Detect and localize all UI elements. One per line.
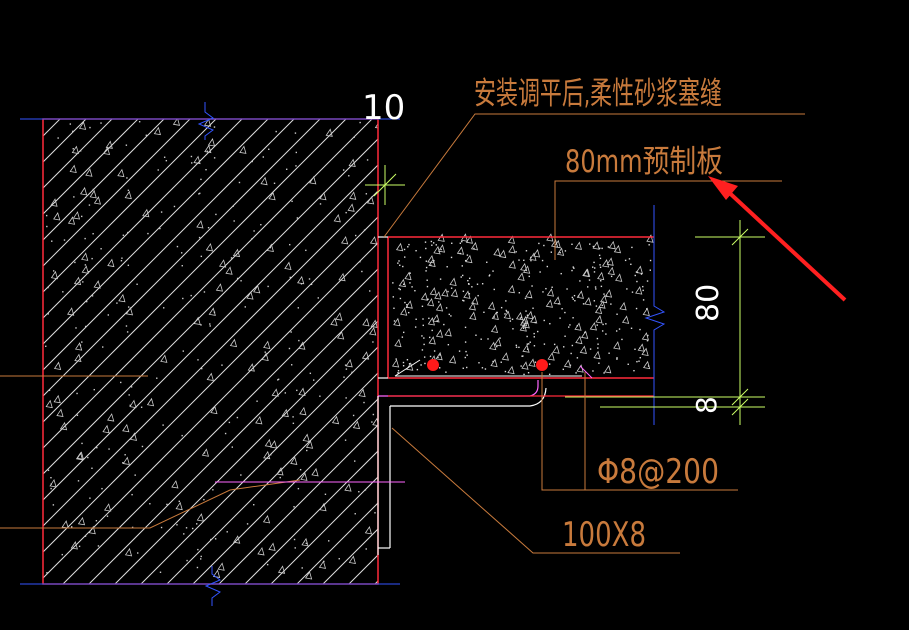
slab-note: 80mm预制板	[565, 144, 723, 180]
rebar-dot-2	[536, 359, 548, 371]
dimension-slab: 80	[691, 284, 726, 322]
dimension-top: 10	[362, 88, 405, 128]
break-mark-top	[197, 102, 214, 140]
joint-note: 安装调平后,柔性砂浆塞缝	[474, 76, 722, 112]
concrete-wall	[42, 118, 379, 585]
leader-lines	[0, 113, 805, 554]
precast-slab	[387, 233, 654, 379]
dimension-gap: 8	[690, 396, 723, 414]
angle-note: 100X8	[562, 515, 646, 555]
break-mark-bottom	[204, 566, 221, 606]
rebar-note: Φ8@200	[597, 452, 719, 492]
slab-break-line	[644, 205, 666, 425]
dimension-lines	[365, 165, 765, 425]
red-arrow-annotation	[708, 176, 847, 302]
angle-steel	[377, 236, 654, 555]
rebar-dot-1	[427, 359, 439, 371]
